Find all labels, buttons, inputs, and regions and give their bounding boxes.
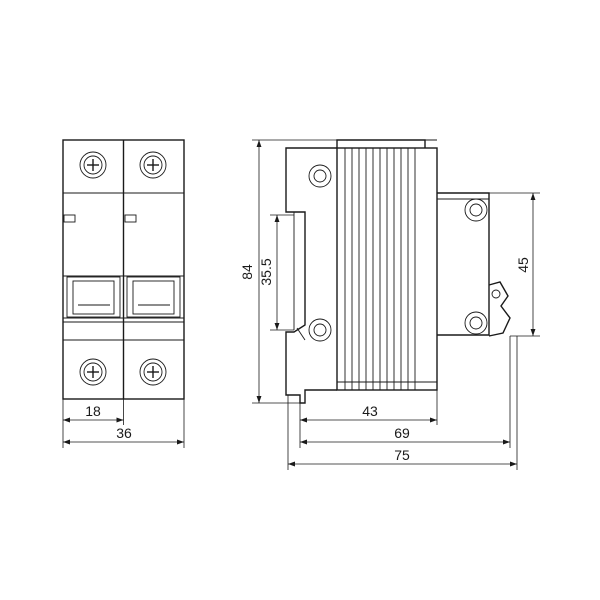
dim-label-75: 75 xyxy=(394,447,410,463)
screw-icon xyxy=(79,151,107,179)
dim-label-43: 43 xyxy=(362,403,378,419)
screw-icon xyxy=(79,358,107,386)
front-indicator-window-left xyxy=(63,214,76,223)
front-handle-right xyxy=(126,276,181,318)
front-dimensions: 18 36 xyxy=(62,399,185,448)
side-rear-outline xyxy=(285,147,337,404)
side-vertical-dimensions: 84 35.5 45 xyxy=(239,139,540,404)
dim-label-69: 69 xyxy=(394,425,410,441)
screw-icon xyxy=(464,198,488,222)
front-view: 18 36 xyxy=(62,139,185,448)
front-handle-left-inner xyxy=(72,280,115,315)
dim-label-18: 18 xyxy=(85,403,101,419)
front-handle-left xyxy=(66,276,121,318)
side-top-cap xyxy=(336,139,426,148)
screw-icon xyxy=(139,151,167,179)
screw-icon xyxy=(308,164,332,188)
side-front-protrusion xyxy=(437,192,490,336)
toggle-lever-icon xyxy=(488,281,511,337)
side-horizontal-dimensions: 43 69 75 xyxy=(287,336,518,470)
front-handle-right-inner xyxy=(132,280,175,315)
screw-icon xyxy=(464,311,488,335)
dim-label-45: 45 xyxy=(515,257,531,273)
side-clip-step xyxy=(296,327,306,341)
front-indicator-window-right xyxy=(124,214,137,223)
dim-label-35-5: 35.5 xyxy=(258,258,274,285)
side-view: 84 35.5 45 43 69 75 xyxy=(239,139,540,470)
screw-icon xyxy=(308,318,332,342)
dim-label-84: 84 xyxy=(239,264,255,280)
screw-icon xyxy=(139,358,167,386)
dim-label-36: 36 xyxy=(116,425,132,441)
